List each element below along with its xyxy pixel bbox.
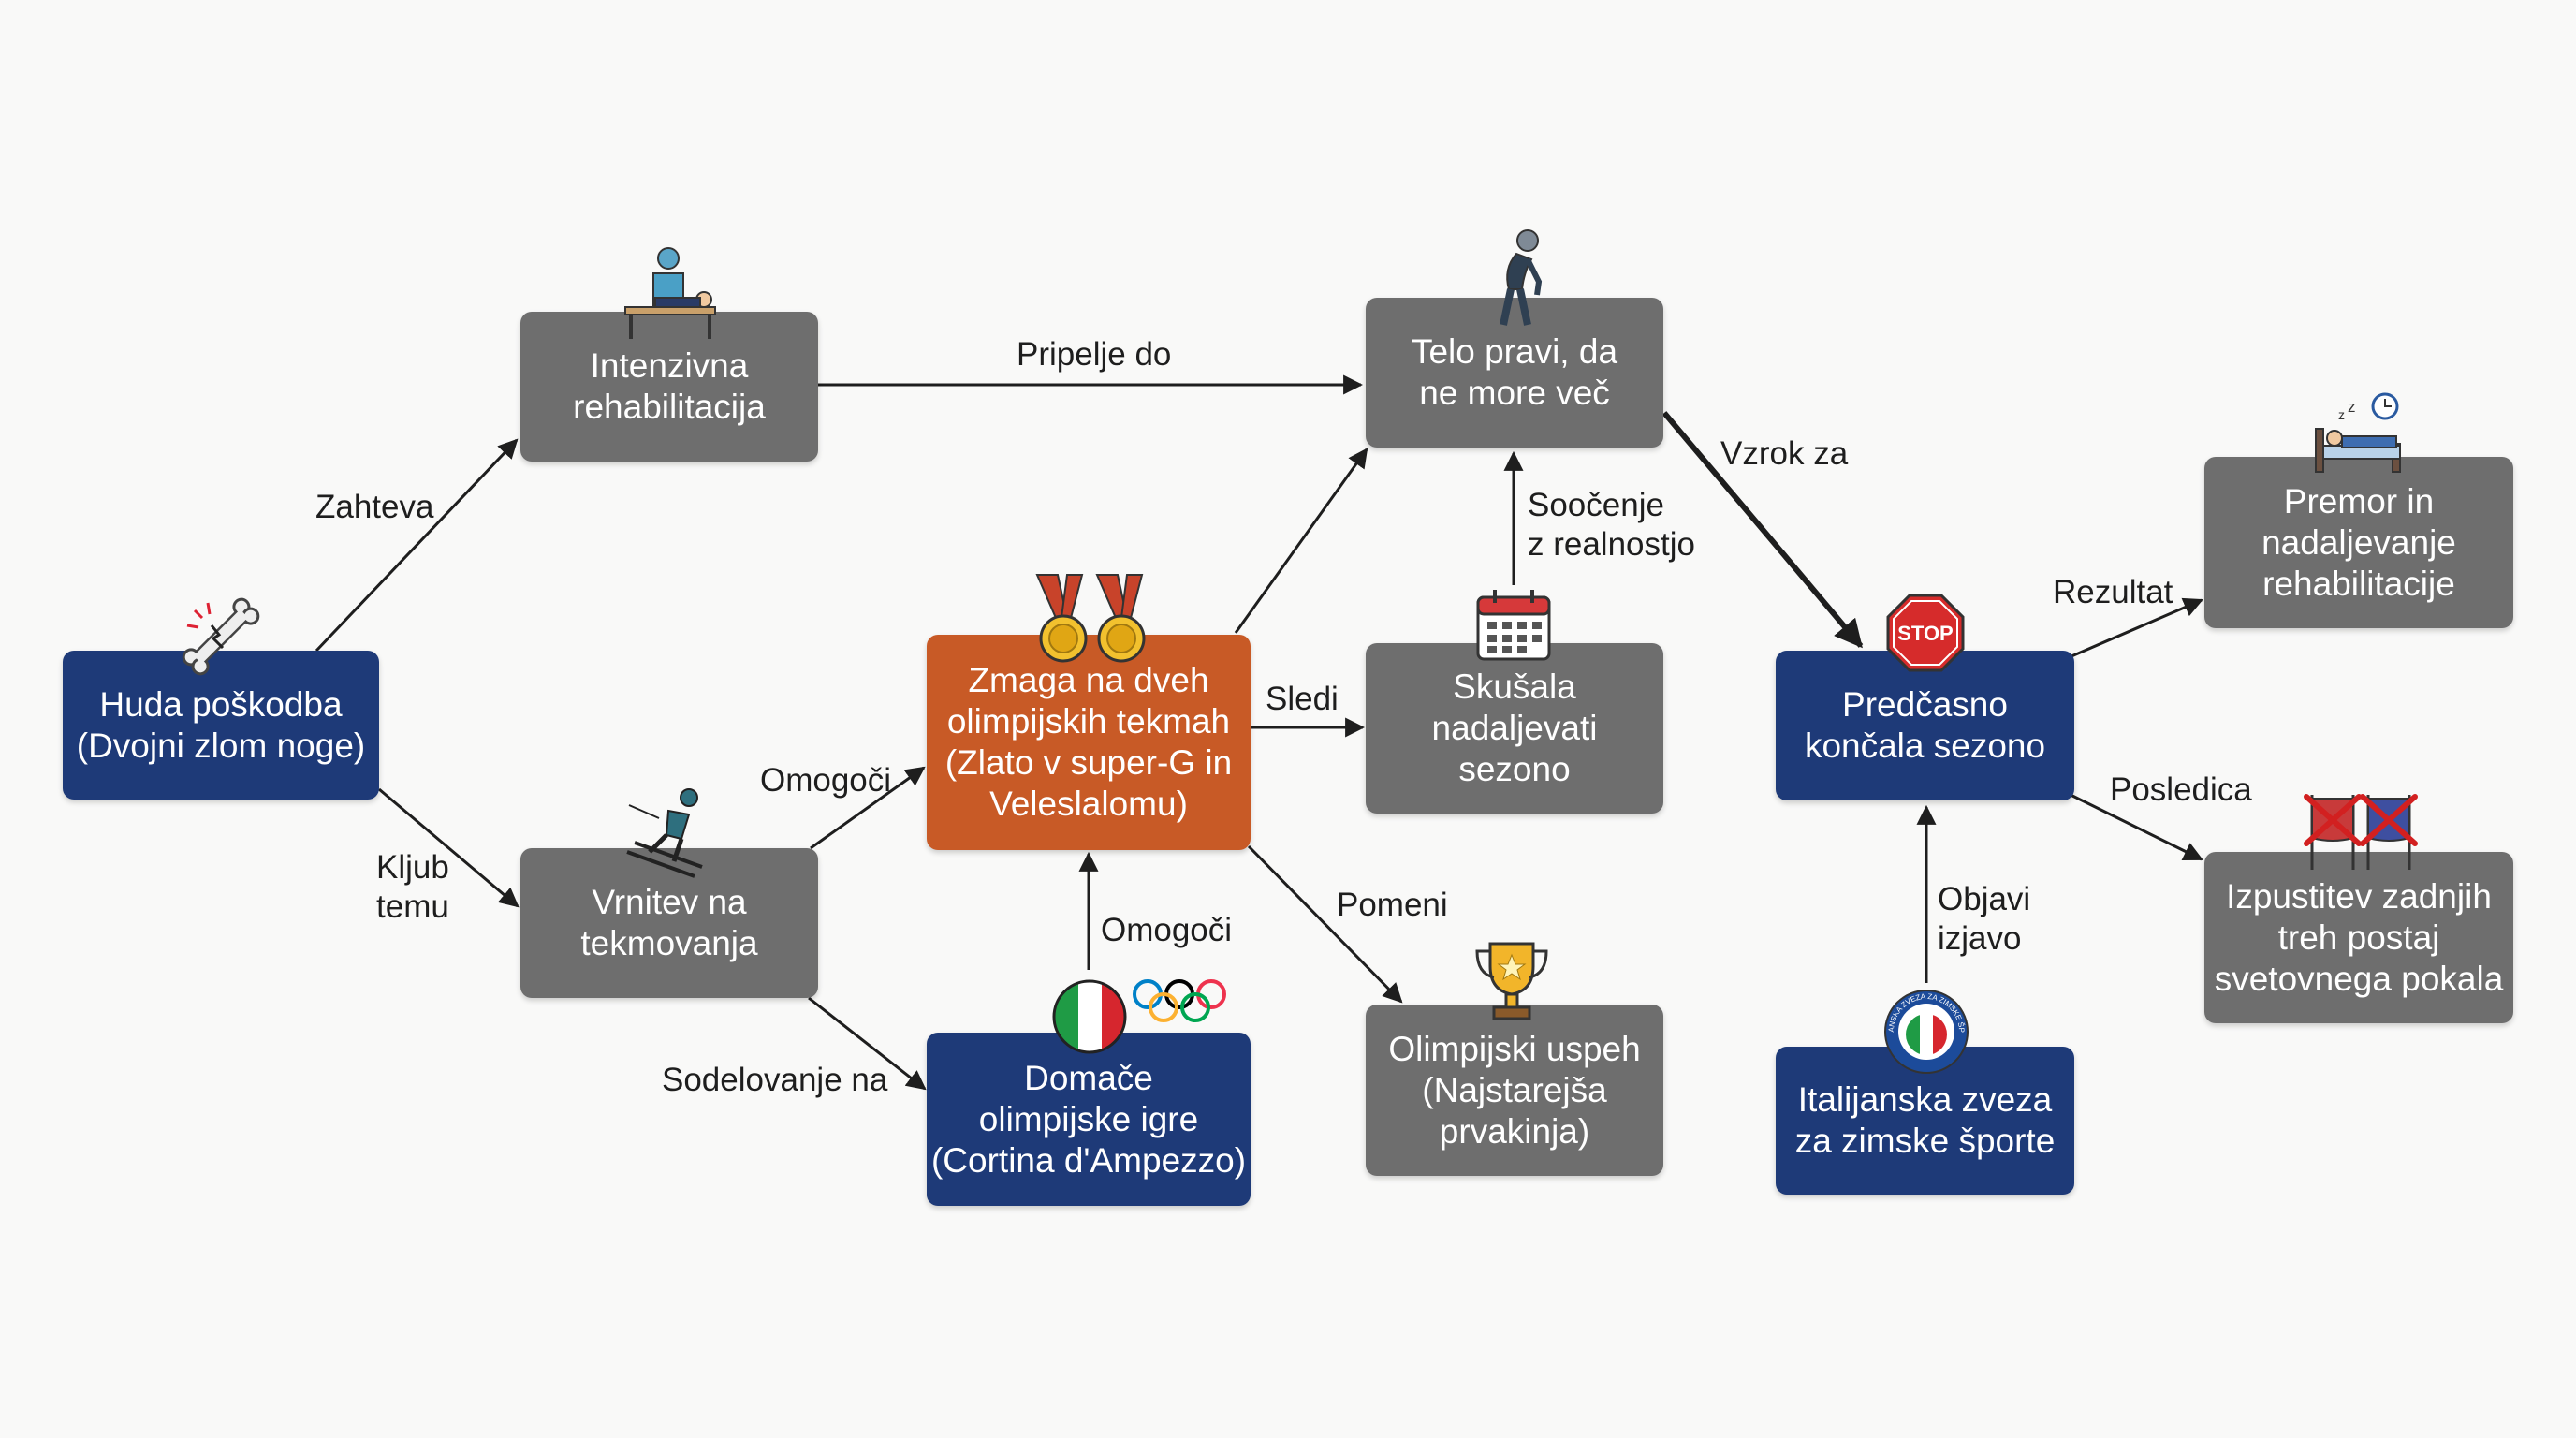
node-return: Vrnitev na tekmovanja: [520, 848, 818, 998]
skier-icon: [626, 788, 703, 878]
edge-label-facing-line-2: z realnostjo: [1528, 526, 1695, 563]
edge-participation: [808, 996, 927, 1091]
svg-text:z: z: [2338, 407, 2345, 422]
edge-label-means-line-1: Pomeni: [1337, 887, 1448, 923]
node-injury-line-1: Huda poškodba: [99, 684, 343, 724]
node-skip-line-1: Izpustitev zadnjih: [2226, 876, 2492, 916]
node-ended-line-1: Predčasno: [1842, 685, 2008, 724]
edge-label-requires: Zahteva: [315, 488, 433, 527]
edge-label-cause-line-1: Vzrok za: [1720, 435, 1849, 472]
node-victory-line-1: Zmaga na dveh: [968, 661, 1209, 699]
edge-label-enables-1-line-1: Omogoči: [760, 762, 892, 799]
node-tried: Skušala nadaljevati sezono: [1366, 643, 1663, 814]
edge-requires: [315, 438, 519, 653]
node-victory-line-2: olimpijskih tekmah: [946, 702, 1231, 741]
node-federation-line-2: za zimske športe: [1794, 1122, 2056, 1160]
node-olympic-success-line-1: Olimpijski uspeh: [1388, 1029, 1641, 1068]
node-olympic-success: Olimpijski uspeh (Najstarejša prvakinja): [1366, 1005, 1663, 1176]
edge-label-participation: Sodelovanje na: [662, 1061, 887, 1100]
node-body-line-1: Telo pravi, da: [1411, 332, 1618, 371]
gold-medals-icon: [1035, 574, 1146, 663]
svg-text:z: z: [2348, 398, 2356, 416]
edge-label-follows: Sledi: [1266, 680, 1339, 719]
node-rehab-line-1: Intenzivna: [590, 346, 749, 385]
node-tried-line-1: Skušala: [1453, 668, 1576, 706]
edge-label-result-line-1: Rezultat: [2053, 574, 2174, 610]
edge-label-consequence-line-1: Posledica: [2110, 771, 2252, 808]
edge-label-despite-line-1: Kljub: [376, 849, 449, 886]
node-ended: Predčasno končala sezono: [1776, 651, 2074, 800]
edge-consequence: [2068, 792, 2203, 861]
bed-rest-icon: z z: [2315, 392, 2401, 473]
node-return-line-1: Vrnitev na: [592, 883, 747, 921]
edge-label-consequence: Posledica: [2110, 770, 2252, 810]
node-federation-line-1: Italijanska zveza: [1797, 1080, 2053, 1119]
edge-label-enables-2-line-1: Omogoči: [1101, 912, 1233, 948]
node-victory-line-3: (Zlato v super-G in: [944, 743, 1233, 782]
federation-logo-icon: ITALIJANSKA ZVEZA ZA ZIMSKE ŠPORTE: [1882, 988, 1969, 1074]
node-rehab: Intenzivna rehabilitacija: [520, 312, 818, 462]
node-home-games: Domače olimpijske igre (Cortina d'Ampezz…: [927, 1033, 1251, 1206]
edge-enables-1: [810, 766, 926, 850]
cancelled-gates-icon: [2304, 794, 2418, 870]
edge-to-body: [1234, 448, 1368, 634]
edge-label-follows-line-1: Sledi: [1266, 681, 1339, 717]
node-ended-line-2: končala sezono: [1804, 726, 2046, 765]
edge-label-means: Pomeni: [1337, 886, 1448, 925]
edge-label-announces: Objavi izjavo: [1938, 880, 2030, 959]
edge-label-announces-line-2: izjavo: [1938, 920, 2022, 957]
edge-label-facing: Soočenje z realnostjo: [1528, 486, 1695, 565]
node-tried-line-2: nadaljevati: [1431, 709, 1598, 747]
node-rehab-line-2: rehabilitacija: [573, 388, 766, 426]
node-body-line-2: ne more več: [1419, 374, 1610, 412]
edge-despite: [378, 787, 520, 908]
node-pause-line-1: Premor in: [2283, 481, 2435, 521]
edge-label-enables-2: Omogoči: [1101, 911, 1232, 950]
italy-flag-icon: [1052, 979, 1127, 1054]
edge-label-leads-to: Pripelje do: [1017, 335, 1171, 374]
physiotherapy-icon: [624, 247, 716, 339]
node-pause-line-3: rehabilitacije: [2262, 564, 2455, 603]
node-body: Telo pravi, da ne more več: [1366, 298, 1663, 448]
node-home-games-line-3: (Cortina d'Ampezzo): [930, 1140, 1247, 1180]
node-return-line-2: tekmovanja: [580, 924, 758, 962]
edge-cause: [1661, 411, 1864, 649]
stop-sign-text: STOP: [1897, 622, 1954, 645]
trophy-icon: [1475, 942, 1548, 1020]
edge-label-participation-line-1: Sodelovanje na: [662, 1062, 888, 1098]
node-injury: Huda poškodba (Dvojni zlom noge): [63, 651, 379, 800]
olympic-rings-icon: [1133, 979, 1226, 1022]
node-olympic-success-line-2: (Najstarejša: [1422, 1070, 1607, 1109]
calendar-icon: [1476, 590, 1551, 661]
node-skip: Izpustitev zadnjih treh postaj svetovneg…: [2204, 852, 2513, 1023]
edge-label-result: Rezultat: [2053, 573, 2173, 612]
edge-label-facing-line-1: Soočenje: [1528, 487, 1664, 523]
node-pause-line-2: nadaljevanje: [2261, 522, 2456, 562]
node-injury-line-2: (Dvojni zlom noge): [76, 726, 366, 765]
edge-result: [2071, 597, 2203, 658]
edge-label-despite-line-2: temu: [376, 888, 449, 925]
edge-label-enables-1: Omogoči: [760, 761, 891, 800]
edge-label-cause: Vzrok za: [1720, 434, 1848, 474]
edge-means: [1247, 844, 1403, 1004]
edge-label-despite: Kljub temu: [376, 848, 449, 927]
edge-label-leads-to-line-1: Pripelje do: [1017, 336, 1172, 373]
node-tried-line-3: sezono: [1458, 750, 1571, 788]
node-victory: Zmaga na dveh olimpijskih tekmah (Zlato …: [927, 635, 1251, 850]
node-pause: Premor in nadaljevanje rehabilitacije: [2204, 457, 2513, 628]
broken-bone-icon: [182, 597, 260, 676]
node-home-games-line-2: olimpijske igre: [978, 1099, 1199, 1138]
node-home-games-line-1: Domače: [1024, 1058, 1153, 1097]
edge-label-announces-line-1: Objavi: [1938, 881, 2031, 917]
node-victory-line-4: Veleslalomu): [989, 785, 1188, 823]
node-skip-line-2: treh postaj: [2277, 917, 2440, 957]
edge-label-requires-line-1: Zahteva: [315, 489, 434, 525]
exhausted-person-icon: [1500, 229, 1543, 326]
stop-sign-icon: STOP: [1886, 594, 1965, 672]
node-skip-line-3: svetovnega pokala: [2214, 959, 2504, 998]
node-olympic-success-line-3: prvakinja): [1439, 1111, 1590, 1151]
